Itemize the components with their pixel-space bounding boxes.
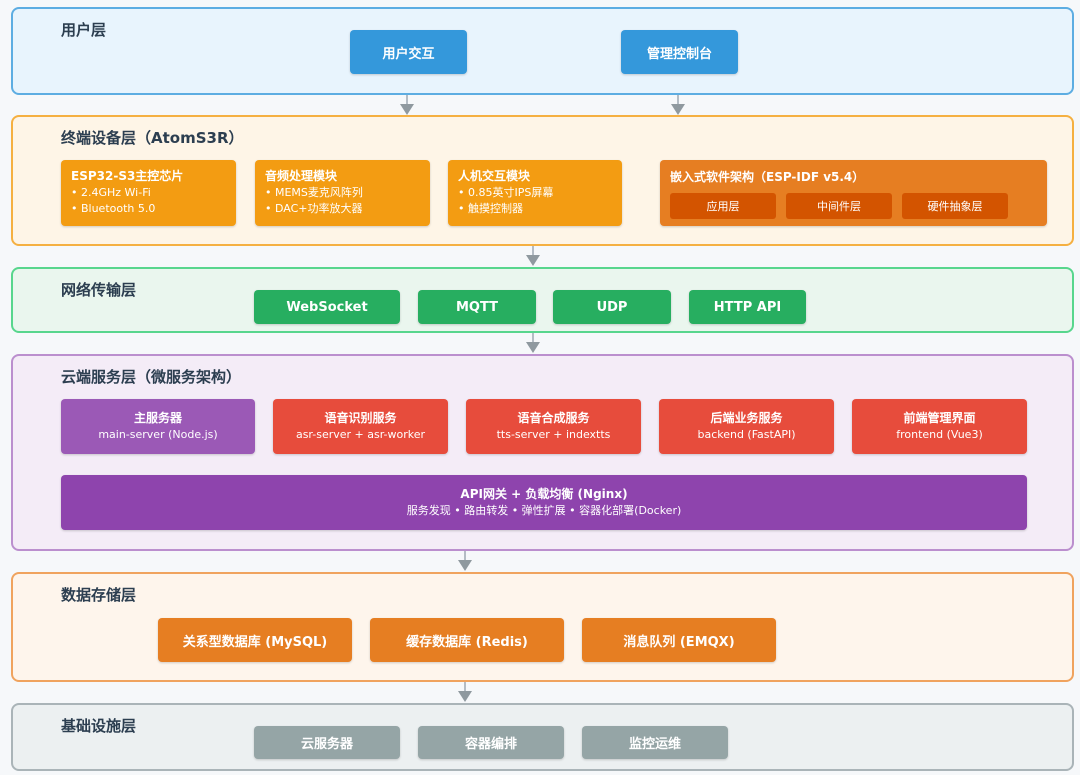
embedded-software-block: 嵌入式软件架构（ESP-IDF v5.4） 应用层 中间件层 硬件抽象层 [660,160,1047,226]
arrow-user-to-device-1 [400,95,414,115]
storage-layer-title: 数据存储层 [61,586,137,604]
hal-layer-box: 硬件抽象层 [902,193,1008,219]
hmi-module-title: 人机交互模块 [458,169,531,183]
user-interaction-box: 用户交互 [350,30,467,74]
app-layer-box: 应用层 [670,193,776,219]
infra-layer: 基础设施层 云服务器 容器编排 监控运维 [11,703,1074,771]
emqx-box: 消息队列 (EMQX) [582,618,776,662]
container-orchestration-box: 容器编排 [418,726,564,759]
cloud-server-box: 云服务器 [254,726,400,759]
asr-service-box: 语音识别服务 asr-server + asr-worker [273,399,448,454]
storage-layer: 数据存储层 关系型数据库 (MySQL) 缓存数据库 (Redis) 消息队列 … [11,572,1074,682]
esp32-module-line: • Bluetooth 5.0 [71,202,156,215]
audio-module-line: • MEMS麦克风阵列 [265,186,363,199]
mysql-box: 关系型数据库 (MySQL) [158,618,352,662]
frontend-service-title: 前端管理界面 [903,411,976,425]
udp-box: UDP [553,290,671,324]
arrow-cloud-to-storage [458,551,472,571]
mqtt-box: MQTT [418,290,536,324]
backend-service-box: 后端业务服务 backend (FastAPI) [659,399,834,454]
arrow-network-to-cloud [526,333,540,353]
cloud-layer-title: 云端服务层（微服务架构） [61,368,242,386]
arrow-user-to-device-2 [671,95,685,115]
tts-service-box: 语音合成服务 tts-server + indextts [466,399,641,454]
esp32-module: ESP32-S3主控芯片 • 2.4GHz Wi-Fi • Bluetooth … [61,160,236,226]
hmi-module-line: • 触摸控制器 [458,202,523,215]
monitoring-ops-box: 监控运维 [582,726,728,759]
embedded-software-title: 嵌入式软件架构（ESP-IDF v5.4） [670,170,865,184]
arrow-storage-to-infra [458,682,472,702]
main-server-box: 主服务器 main-server (Node.js) [61,399,255,454]
user-layer: 用户层 用户交互 管理控制台 [11,7,1074,95]
frontend-service-box: 前端管理界面 frontend (Vue3) [852,399,1027,454]
user-layer-title: 用户层 [61,21,107,39]
api-gateway-title: API网关 + 负载均衡 (Nginx) [460,487,628,501]
api-gateway-subtitle: 服务发现 • 路由转发 • 弹性扩展 • 容器化部署(Docker) [406,504,682,517]
audio-module: 音频处理模块 • MEMS麦克风阵列 • DAC+功率放大器 [255,160,430,226]
backend-service-subtitle: backend (FastAPI) [697,428,796,441]
device-layer: 终端设备层（AtomS3R） ESP32-S3主控芯片 • 2.4GHz Wi-… [11,115,1074,246]
infra-layer-title: 基础设施层 [61,717,137,735]
asr-service-title: 语音识别服务 [324,411,397,425]
esp32-module-title: ESP32-S3主控芯片 [71,169,184,183]
tts-service-subtitle: tts-server + indextts [496,428,611,441]
http-api-box: HTTP API [689,290,806,324]
hmi-module: 人机交互模块 • 0.85英寸IPS屏幕 • 触摸控制器 [448,160,622,226]
esp32-module-line: • 2.4GHz Wi-Fi [71,186,151,199]
asr-service-subtitle: asr-server + asr-worker [295,428,426,441]
websocket-box: WebSocket [254,290,400,324]
hmi-module-line: • 0.85英寸IPS屏幕 [458,186,554,199]
main-server-subtitle: main-server (Node.js) [98,428,218,441]
audio-module-title: 音频处理模块 [265,169,338,183]
network-layer: 网络传输层 WebSocket MQTT UDP HTTP API [11,267,1074,333]
api-gateway-box: API网关 + 负载均衡 (Nginx) 服务发现 • 路由转发 • 弹性扩展 … [61,475,1027,530]
arrow-device-to-network [526,246,540,266]
redis-box: 缓存数据库 (Redis) [370,618,564,662]
frontend-service-subtitle: frontend (Vue3) [896,428,983,441]
main-server-title: 主服务器 [133,411,182,425]
cloud-layer: 云端服务层（微服务架构） 主服务器 main-server (Node.js) … [11,354,1074,551]
backend-service-title: 后端业务服务 [710,411,783,425]
admin-console-box: 管理控制台 [621,30,738,74]
device-layer-title: 终端设备层（AtomS3R） [61,129,244,147]
audio-module-line: • DAC+功率放大器 [265,202,363,215]
tts-service-title: 语音合成服务 [517,411,590,425]
network-layer-title: 网络传输层 [61,281,137,299]
middleware-layer-box: 中间件层 [786,193,892,219]
